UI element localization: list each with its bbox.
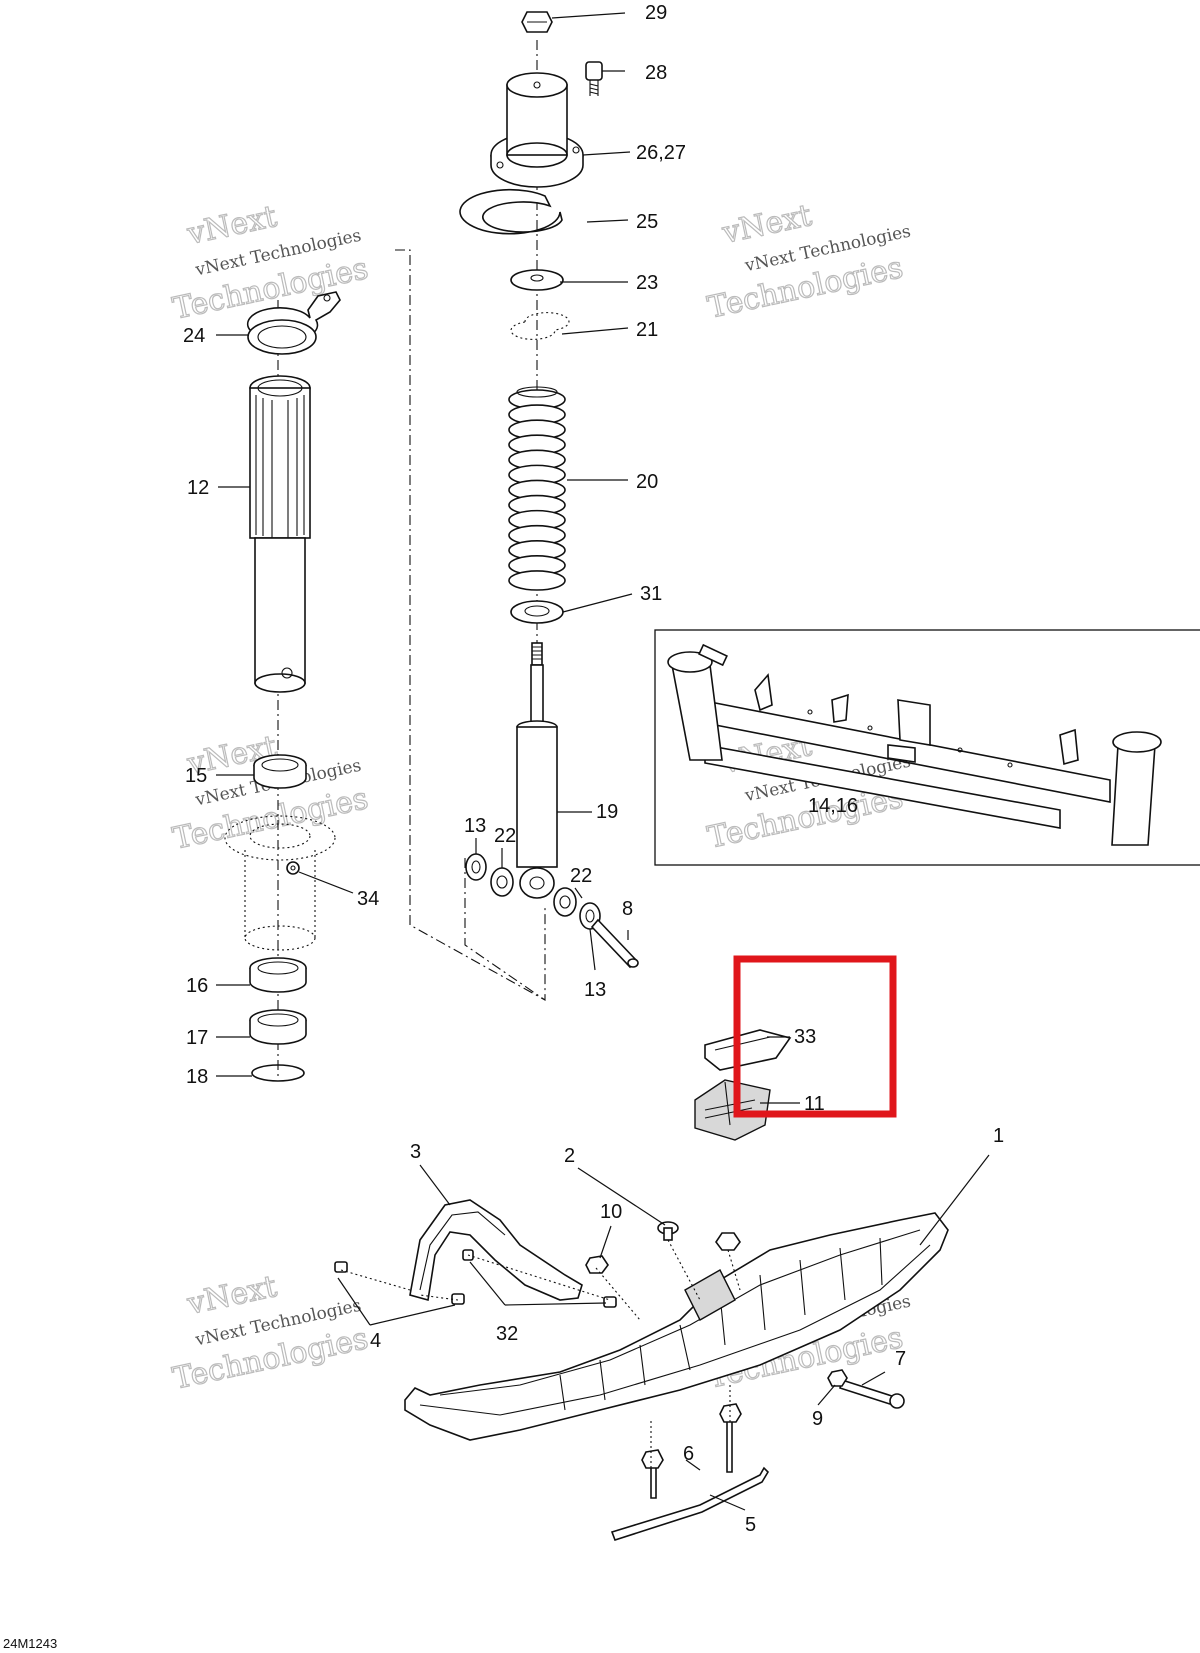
callout-13-left: 13 xyxy=(464,815,486,837)
housing-phantom xyxy=(224,815,336,951)
frame-inset xyxy=(654,629,1200,866)
callout-16: 16 xyxy=(186,975,208,997)
spindle-12 xyxy=(249,375,311,693)
callout-4: 4 xyxy=(370,1330,381,1352)
bushing-22-right xyxy=(553,887,577,917)
handle-3 xyxy=(409,1199,583,1302)
highlight-box xyxy=(733,955,897,1118)
callout-10: 10 xyxy=(600,1201,622,1223)
cap-26-27 xyxy=(490,72,584,188)
bolt-4-b xyxy=(451,1293,465,1305)
ski-1 xyxy=(404,1212,949,1441)
callout-8: 8 xyxy=(622,898,633,920)
shock-19 xyxy=(516,642,558,899)
nut-6-b xyxy=(719,1403,742,1423)
watermark-5: vNext vNext Technologies Technologies xyxy=(169,1268,372,1397)
callout-17: 17 xyxy=(186,1027,208,1049)
callout-26-27: 26,27 xyxy=(636,142,686,164)
callout-6: 6 xyxy=(683,1443,694,1465)
callout-29: 29 xyxy=(645,2,667,24)
washer-13-left xyxy=(465,853,487,881)
bushing-22-left xyxy=(490,867,514,897)
nut-9 xyxy=(827,1369,848,1387)
callout-9: 9 xyxy=(812,1408,823,1430)
callout-13-right: 13 xyxy=(584,979,606,1001)
spring-top-opening xyxy=(516,386,558,398)
callout-34: 34 xyxy=(357,888,379,910)
fitting-34 xyxy=(286,861,300,875)
callout-2: 2 xyxy=(564,1145,575,1167)
bolt-32-b xyxy=(603,1296,617,1308)
callout-14-16: 14,16 xyxy=(808,795,858,817)
callout-15: 15 xyxy=(185,765,207,787)
bushing-17 xyxy=(249,1009,307,1045)
nut-10 xyxy=(585,1255,609,1274)
circlip-18 xyxy=(251,1064,305,1082)
callout-18: 18 xyxy=(186,1066,208,1088)
callout-21: 21 xyxy=(636,319,658,341)
callout-22-right: 22 xyxy=(570,865,592,887)
bolt-28 xyxy=(585,61,603,96)
svg-text:vNext: vNext xyxy=(184,199,280,252)
washer-31 xyxy=(510,600,564,624)
runner-5 xyxy=(610,1466,770,1541)
callout-7: 7 xyxy=(895,1348,906,1370)
callout-25: 25 xyxy=(636,211,658,233)
spring-coil xyxy=(508,570,566,591)
callout-3: 3 xyxy=(410,1141,421,1163)
watermark-2: vNext vNext Technologies Technologies xyxy=(704,197,913,326)
callout-23: 23 xyxy=(636,272,658,294)
callout-labels: 29 28 26,27 25 23 21 20 31 19 24 12 15 3… xyxy=(183,2,1004,1536)
wear-parts xyxy=(694,1029,792,1141)
callout-12: 12 xyxy=(187,477,209,499)
callout-5: 5 xyxy=(745,1514,756,1536)
clip-21 xyxy=(510,312,570,340)
callout-19: 19 xyxy=(596,801,618,823)
block-11 xyxy=(694,1079,771,1141)
nut-right xyxy=(715,1232,741,1251)
bolt-7 xyxy=(839,1378,905,1409)
callout-31: 31 xyxy=(640,583,662,605)
callout-24: 24 xyxy=(183,325,205,347)
callout-11: 11 xyxy=(804,1093,825,1115)
bushing-16 xyxy=(249,957,307,993)
bushing-15 xyxy=(253,754,307,789)
bolt-2 xyxy=(657,1221,679,1241)
bolt-4-a xyxy=(334,1261,348,1273)
ski-assembly xyxy=(334,1199,949,1541)
callout-32: 32 xyxy=(496,1323,518,1345)
watermark-1: vNext vNext Technologies Technologies xyxy=(169,198,372,327)
callout-20: 20 xyxy=(636,471,658,493)
callout-22-left: 22 xyxy=(494,825,516,847)
leader-lines xyxy=(216,12,990,1511)
spring-20 xyxy=(508,386,566,591)
nut-6-a xyxy=(641,1449,664,1469)
callout-1: 1 xyxy=(993,1125,1004,1147)
svg-text:vNext: vNext xyxy=(184,1269,280,1322)
spindle-assembly xyxy=(224,291,341,1082)
callout-33: 33 xyxy=(794,1026,816,1048)
lever-24 xyxy=(246,291,341,355)
ring-25 xyxy=(459,188,563,235)
svg-text:vNext: vNext xyxy=(718,198,814,251)
pin-8 xyxy=(590,918,639,969)
shock-assembly xyxy=(395,11,639,1002)
callout-28: 28 xyxy=(645,62,667,84)
washer-23 xyxy=(510,269,564,291)
figure-code: 24M1243 xyxy=(3,1636,57,1651)
plate-33 xyxy=(704,1029,792,1071)
